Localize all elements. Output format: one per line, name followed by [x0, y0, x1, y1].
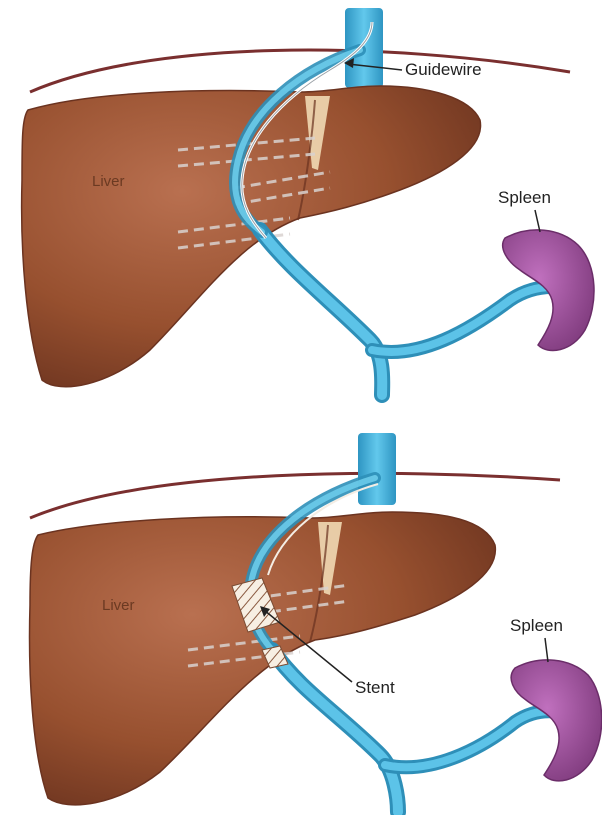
spleen-leader — [545, 638, 548, 662]
spleen-label: Spleen — [510, 616, 563, 635]
vena-cava — [358, 433, 396, 505]
liver-label: Liver — [92, 173, 125, 190]
guidewire-label: Guidewire — [405, 60, 482, 79]
spleen-label: Spleen — [498, 188, 551, 207]
liver-label: Liver — [102, 597, 135, 614]
spleen-leader — [535, 210, 540, 232]
splenic-vein — [372, 287, 552, 352]
splenic-vein — [385, 711, 558, 767]
stent-label: Stent — [355, 678, 395, 697]
bottom-panel: Liver Spleen Stent — [30, 433, 602, 812]
top-panel: Liver Spleen Guidewire — [22, 8, 594, 395]
